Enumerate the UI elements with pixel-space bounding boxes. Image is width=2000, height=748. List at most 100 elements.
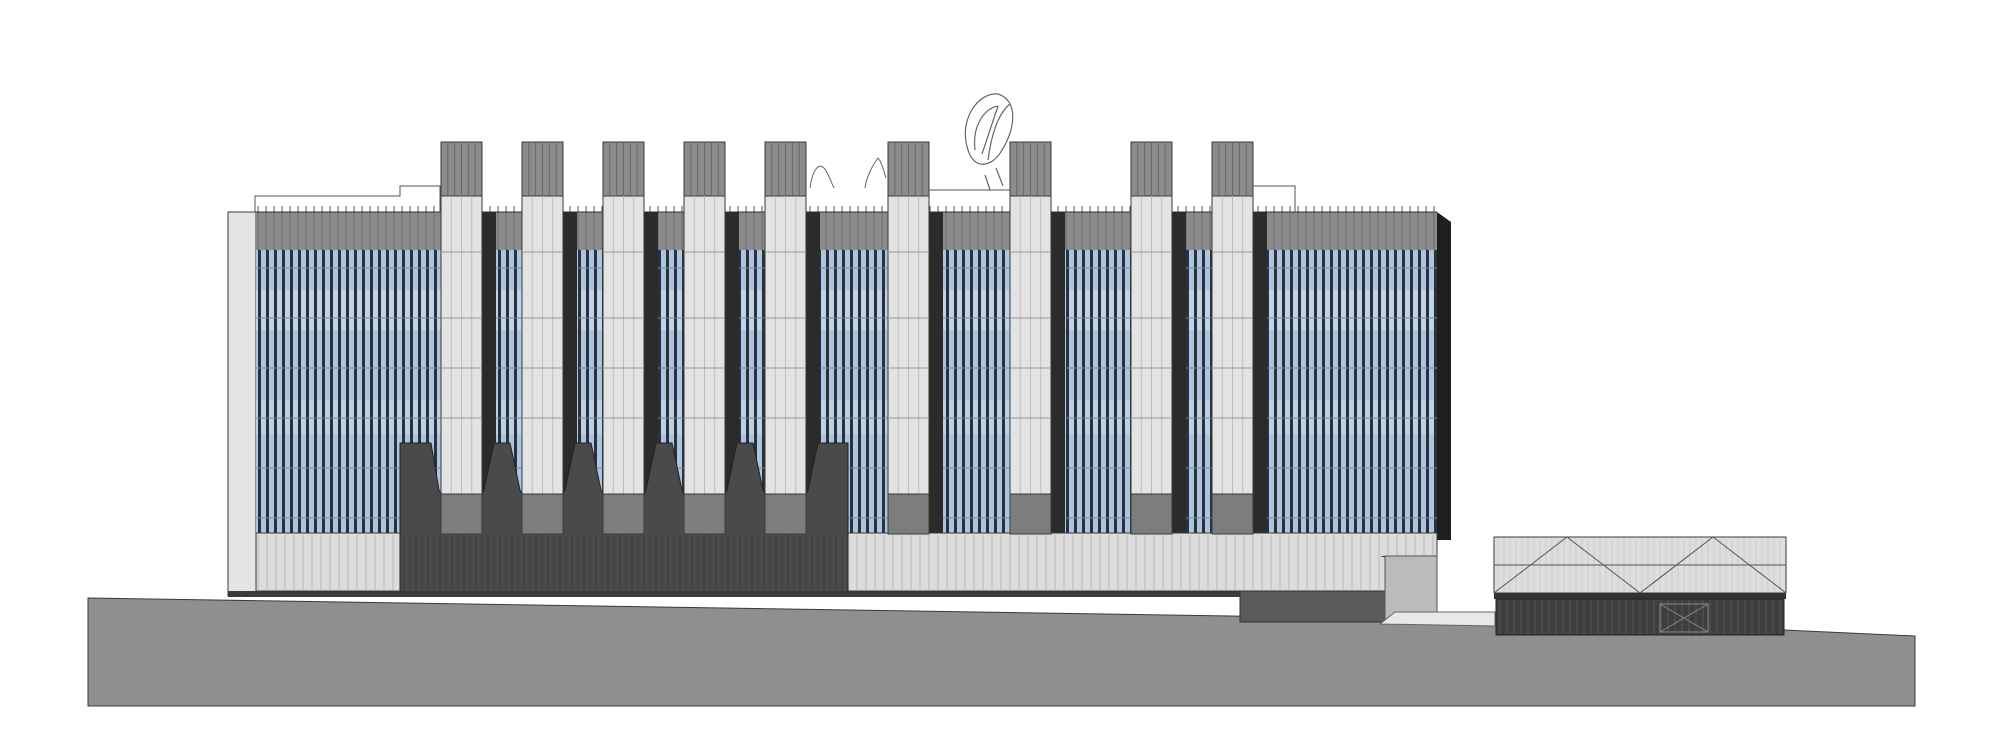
- base-plinth: [228, 591, 1437, 597]
- pavilion-building: [1493, 536, 1787, 636]
- mullion: [306, 250, 309, 534]
- mullion: [1186, 250, 1189, 534]
- mullion: [1194, 250, 1197, 534]
- mullion: [1338, 250, 1341, 534]
- mullion: [1066, 250, 1069, 534]
- fin-base: [764, 493, 807, 535]
- mullion: [1114, 250, 1117, 534]
- mullion: [346, 250, 349, 534]
- mullion: [1386, 250, 1389, 534]
- mullion: [1330, 250, 1333, 534]
- mullion: [586, 250, 589, 534]
- mullion: [1378, 250, 1381, 534]
- mullion: [954, 250, 957, 534]
- mullion: [1202, 250, 1205, 534]
- mullion: [946, 250, 949, 534]
- vertical-fin: [602, 141, 645, 535]
- mullion: [314, 250, 317, 534]
- vertical-fin: [887, 141, 930, 535]
- mullion: [1426, 250, 1429, 534]
- mullion: [594, 250, 597, 534]
- mullion: [338, 250, 341, 534]
- mullion: [970, 250, 973, 534]
- mullion: [1122, 250, 1125, 534]
- mullion: [1282, 250, 1285, 534]
- mullion: [762, 250, 765, 534]
- fin-base: [521, 493, 564, 535]
- mullion: [434, 250, 437, 534]
- vertical-fins: [440, 141, 1254, 535]
- dark-core-strip: [929, 212, 943, 534]
- mullion: [1090, 250, 1093, 534]
- vertical-fin: [764, 141, 807, 535]
- mullion: [874, 250, 877, 534]
- mullion: [1106, 250, 1109, 534]
- mullion: [1394, 250, 1397, 534]
- roof-mechanical-unit: [864, 157, 887, 189]
- mullion: [410, 250, 413, 534]
- dark-core-strip: [1172, 212, 1186, 534]
- mullion: [746, 250, 749, 534]
- mullion: [1266, 250, 1269, 534]
- mullion: [266, 250, 269, 534]
- mullion: [1274, 250, 1277, 534]
- vertical-fin: [521, 141, 564, 535]
- mullion: [1002, 250, 1005, 534]
- mullion: [1402, 250, 1405, 534]
- mullion: [1298, 250, 1301, 534]
- fin-base: [602, 493, 645, 535]
- entrance-wall: [1384, 555, 1438, 621]
- fin-base: [683, 493, 726, 535]
- mullion: [850, 250, 853, 534]
- mullion: [858, 250, 861, 534]
- mullion: [298, 250, 301, 534]
- fin-base: [1211, 493, 1254, 535]
- mullion: [842, 250, 845, 534]
- mullion: [986, 250, 989, 534]
- mullion: [1362, 250, 1365, 534]
- main-building: [227, 141, 1496, 627]
- pavilion-cross-bracing: [1659, 603, 1709, 633]
- mullion: [506, 250, 509, 534]
- mullion: [834, 250, 837, 534]
- vertical-fin: [1130, 141, 1173, 535]
- fin-base: [887, 493, 930, 535]
- mullion: [370, 250, 373, 534]
- mullion: [402, 250, 405, 534]
- mullion: [258, 250, 261, 534]
- mullion: [394, 250, 397, 534]
- mullion: [1074, 250, 1077, 534]
- mullion: [290, 250, 293, 534]
- mullion: [1314, 250, 1317, 534]
- vertical-fin: [440, 141, 483, 535]
- vertical-fin: [683, 141, 726, 535]
- entrance-ramp: [1378, 611, 1496, 627]
- mullion: [1418, 250, 1421, 534]
- mullion: [386, 250, 389, 534]
- roof-mechanical-unit: [809, 165, 835, 189]
- dark-core-strip: [1253, 212, 1267, 534]
- mullion: [1306, 250, 1309, 534]
- mullion: [1346, 250, 1349, 534]
- mullion: [754, 250, 757, 534]
- mullion: [362, 250, 365, 534]
- mullion: [1290, 250, 1293, 534]
- mullion: [330, 250, 333, 534]
- dark-volume-lines: [403, 536, 843, 595]
- mullion: [354, 250, 357, 534]
- roof-plant-outline: [254, 185, 441, 212]
- pavilion-fascia: [1494, 593, 1786, 599]
- mullion: [1082, 250, 1085, 534]
- mullion: [322, 250, 325, 534]
- mullion: [738, 250, 741, 534]
- fin-base: [1130, 493, 1173, 535]
- mullion: [498, 250, 501, 534]
- podium-lines: [257, 535, 1434, 590]
- mullion: [426, 250, 429, 534]
- mullion: [866, 250, 869, 534]
- satellite-dish-icon: [964, 93, 1014, 191]
- mullion: [994, 250, 997, 534]
- pavilion-base-lines: [1499, 600, 1781, 634]
- mullion: [1410, 250, 1413, 534]
